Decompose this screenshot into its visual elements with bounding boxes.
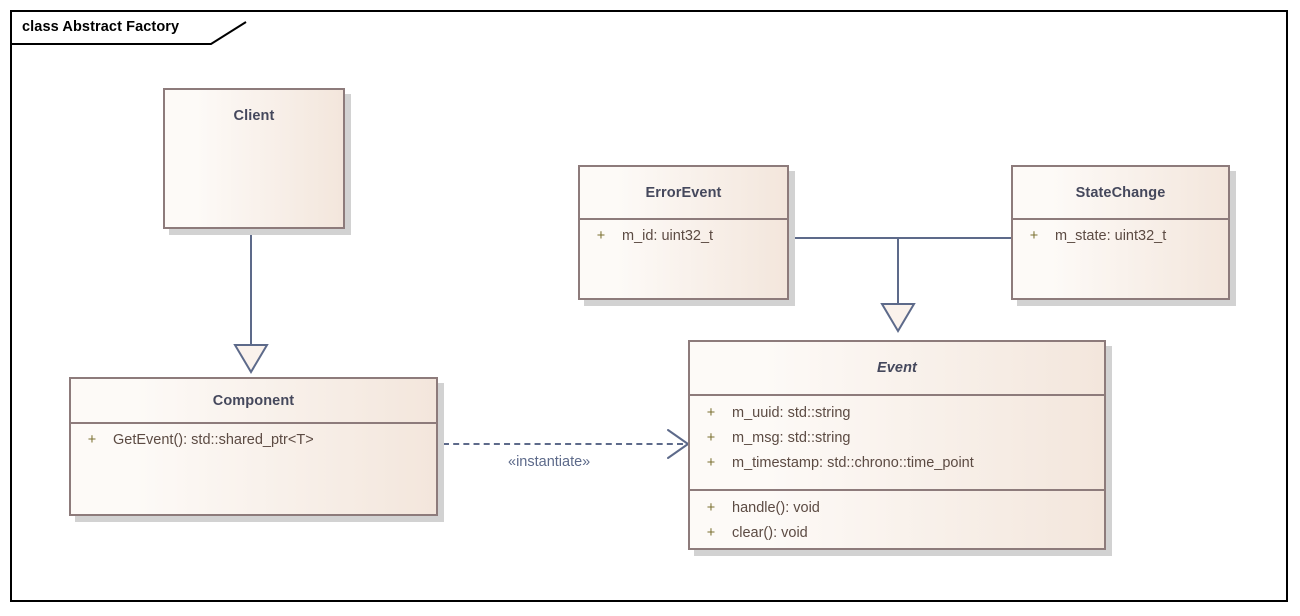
class-member: + m_timestamp: std::chrono::time_point (690, 455, 1104, 480)
visibility-marker: + (706, 500, 716, 516)
class-attributes-component: + GetEvent(): std::shared_ptr<T> (71, 424, 436, 465)
class-box-event[interactable]: Event + m_uuid: std::string + m_msg: std… (688, 340, 1106, 550)
connector-siblings-horizontal (789, 237, 1013, 239)
class-header-client: Client (165, 90, 343, 245)
visibility-marker: + (706, 455, 716, 471)
connector-bus-to-event-line (897, 237, 899, 305)
class-name-component: Component (212, 392, 295, 409)
class-name-event: Event (877, 360, 917, 376)
class-member: + m_id: uint32_t (580, 228, 787, 253)
class-box-component[interactable]: Component + GetEvent(): std::shared_ptr<… (69, 377, 438, 516)
class-member: + GetEvent(): std::shared_ptr<T> (71, 432, 436, 457)
class-box-statechange[interactable]: StateChange + m_state: uint32_t (1011, 165, 1230, 300)
class-box-client[interactable]: Client (163, 88, 345, 229)
member-signature: m_uuid: std::string (732, 405, 851, 421)
visibility-marker: + (87, 432, 97, 448)
connector-instantiate-dashed (443, 443, 683, 445)
visibility-marker: + (706, 525, 716, 541)
member-signature: m_state: uint32_t (1055, 228, 1167, 244)
class-name-errorevent: ErrorEvent (645, 184, 722, 201)
class-header-component: Component (71, 379, 436, 424)
class-header-errorevent: ErrorEvent (580, 167, 787, 220)
class-attributes-event: + m_uuid: std::string + m_msg: std::stri… (690, 396, 1104, 489)
member-signature: m_timestamp: std::chrono::time_point (732, 455, 974, 471)
class-member: + clear(): void (690, 525, 1104, 550)
class-header-event: Event (690, 342, 1104, 396)
class-member: + handle(): void (690, 500, 1104, 525)
class-member: + m_uuid: std::string (690, 405, 1104, 430)
member-signature: m_id: uint32_t (622, 228, 714, 244)
member-signature: GetEvent(): std::shared_ptr<T> (113, 432, 314, 448)
member-signature: clear(): void (732, 525, 808, 541)
class-header-statechange: StateChange (1013, 167, 1228, 220)
class-operations-event: + handle(): void + clear(): void (690, 489, 1104, 559)
visibility-marker: + (596, 228, 606, 244)
diagram-frame (10, 10, 1288, 602)
class-attributes-errorevent: + m_id: uint32_t (580, 220, 787, 261)
visibility-marker: + (706, 405, 716, 421)
class-name-statechange: StateChange (1075, 184, 1166, 201)
class-attributes-statechange: + m_state: uint32_t (1013, 220, 1228, 261)
class-box-errorevent[interactable]: ErrorEvent + m_id: uint32_t (578, 165, 789, 300)
visibility-marker: + (706, 430, 716, 446)
connector-client-component-line (250, 229, 252, 345)
class-name-client: Client (233, 108, 275, 124)
class-member: + m_msg: std::string (690, 430, 1104, 455)
member-signature: m_msg: std::string (732, 430, 851, 446)
member-signature: handle(): void (732, 500, 820, 516)
visibility-marker: + (1029, 228, 1039, 244)
diagram-title: class Abstract Factory (22, 19, 180, 35)
class-member: + m_state: uint32_t (1013, 228, 1228, 253)
instantiate-stereotype-label: «instantiate» (508, 454, 591, 470)
